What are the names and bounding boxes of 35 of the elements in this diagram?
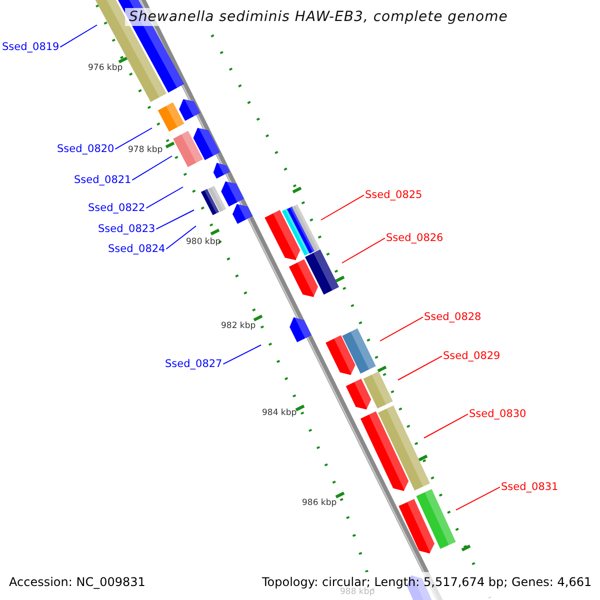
leader-line: [146, 186, 184, 209]
gene-label: Ssed_0822: [88, 202, 146, 214]
leader-line: [114, 128, 152, 150]
accession-text: Accession: NC_009831: [9, 576, 146, 590]
leader-line: [380, 316, 424, 342]
gene-label: Ssed_0821: [74, 174, 132, 186]
gene-label: Ssed_0828: [424, 311, 482, 324]
gene-label: Ssed_0825: [365, 189, 422, 202]
scale-label: 986 kbp: [302, 499, 337, 509]
leader-line: [156, 210, 194, 230]
gene-label: Ssed_0823: [98, 223, 156, 236]
scale-label: 982 kbp: [221, 322, 256, 332]
gene-label: Ssed_0829: [443, 350, 500, 362]
scale-label: 978 kbp: [128, 146, 163, 156]
leader-line: [398, 356, 442, 380]
gene-label: Ssed_0826: [386, 232, 444, 244]
leader-line: [456, 486, 500, 510]
leader-line: [166, 226, 196, 250]
genome-summary-text: Topology: circular; Length: 5,517,674 bp; Genes: 4,661: [262, 576, 592, 589]
gene-label: Ssed_0830: [469, 408, 526, 420]
scale-label: 984 kbp: [262, 409, 297, 419]
scale-label: 976 kbp: [88, 64, 123, 74]
gene-label: Ssed_0831: [501, 481, 558, 494]
gene-label: Ssed_0824: [108, 243, 166, 256]
gene-label: Ssed_0819: [2, 41, 60, 54]
leader-line: [222, 344, 262, 365]
gene-label: Ssed_0820: [57, 143, 114, 156]
leader-line: [424, 414, 468, 438]
gene-label: Ssed_0827: [165, 358, 222, 370]
leader-line: [320, 194, 364, 220]
scale-label: 988 kbp: [340, 588, 375, 598]
leader-line: [132, 156, 172, 181]
scale-label: 980 kbp: [186, 238, 221, 248]
leader-line: [60, 24, 98, 48]
leader-line: [342, 238, 386, 264]
